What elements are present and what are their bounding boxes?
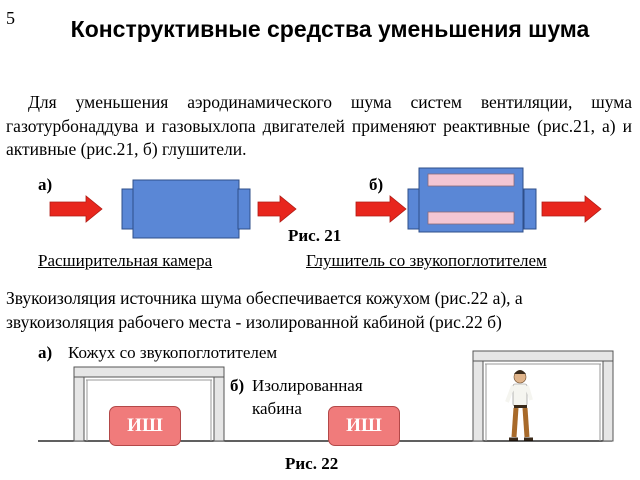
fig22-name-a: Кожух со звукопоглотителем (68, 343, 278, 362)
intro-paragraph: Для уменьшения аэродинамического шума си… (6, 92, 632, 159)
fig21-name-a: Расширительная камера (38, 251, 213, 270)
fig22-name-b-line1: Изолированная (252, 376, 363, 395)
page-title: Конструктивные средства уменьшения шума (70, 16, 590, 42)
noise-enclosure (73, 366, 225, 442)
noise-source-right: ИШ (328, 406, 400, 446)
worker-icon (505, 370, 533, 441)
fig21-label-b: б) (369, 175, 384, 194)
fig21-label-a: а) (38, 175, 53, 194)
arrow-icon-in-b (355, 195, 407, 223)
arrow-icon-out-a (257, 195, 297, 223)
noise-source-left: ИШ (109, 406, 181, 446)
expansion-chamber (121, 179, 251, 239)
absorptive-silencer (407, 167, 537, 233)
fig22-caption: Рис. 22 (285, 454, 339, 473)
second-paragraph: Звукоизоляция источника шума обеспечивае… (6, 288, 523, 332)
fig22-label-a: а) (38, 343, 53, 362)
isolated-cabin (472, 350, 614, 442)
fig21-caption: Рис. 21 (288, 226, 342, 245)
fig21-name-b: Глушитель со звукопоглотителем (306, 251, 547, 270)
fig22-label-b: б) (230, 376, 245, 395)
slide-number: 5 (6, 8, 15, 28)
fig22-name-b-line2: кабина (252, 399, 302, 418)
arrow-icon-out-b (541, 195, 602, 223)
arrow-icon-in-a (49, 195, 103, 223)
